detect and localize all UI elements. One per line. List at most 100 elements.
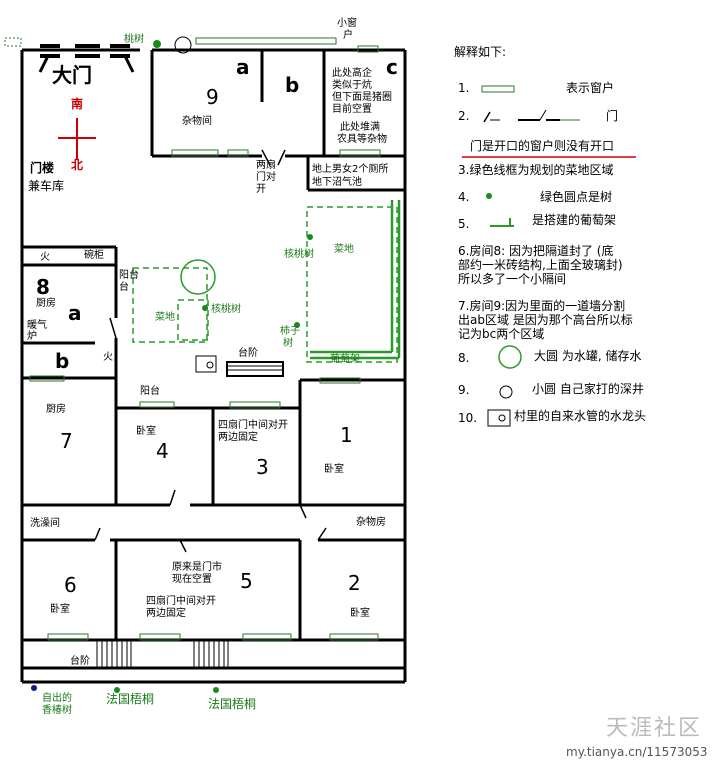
bathroom-label: 洗澡间 (30, 518, 60, 529)
legend-5-number: 5. (458, 217, 470, 231)
room9-number: 9 (206, 85, 219, 109)
grape-trellis-label: 葡萄架 (330, 354, 360, 365)
room1-number: 1 (340, 423, 353, 447)
main-gate-label: 大门 (52, 63, 92, 87)
room3-note-2: 两边固定 (218, 432, 258, 443)
legend-3-text: 3.绿色线框为规划的菜地区域 (458, 163, 614, 177)
room8-stove-label: 炉 (27, 331, 37, 342)
legend-5-text: 是搭建的葡萄架 (532, 213, 617, 227)
toona-tree-dot (31, 685, 37, 691)
room9-label: 杂物间 (182, 116, 212, 127)
room9-c-note-5: 此处堆满 (340, 122, 380, 133)
room5-note-4: 两边固定 (146, 608, 186, 619)
grape-trellis (310, 200, 401, 360)
garage-label: 兼车库 (28, 179, 65, 193)
walnut-tree-label-1: 核桃树 (284, 249, 314, 260)
toilet-note-2: 地下沼气池 (312, 177, 362, 188)
steps (96, 361, 284, 669)
water-tank-circle (180, 259, 216, 295)
legend-9-number: 9. (458, 383, 470, 397)
room9-area-a: a (236, 55, 250, 79)
persimmon-label-1: 柿子 (280, 326, 300, 337)
persimmon-label-2: 树 (283, 338, 293, 349)
gate-symbol (38, 44, 135, 73)
plane-tree-label-1: 法国梧桐 (106, 692, 155, 706)
small-window-label: 小窗 (337, 18, 357, 29)
tap-box (195, 355, 217, 373)
room8-fire2-label: 火 (103, 352, 113, 363)
legend-symbols (462, 85, 636, 427)
room8-fire-label: 火 (40, 252, 50, 263)
legend-10-text: 村里的自来水管的水龙头 (514, 409, 647, 423)
steps-lower-label: 台阶 (70, 656, 90, 667)
legend-6-line-2: 部约一米砖结构,上面全玻璃封) (458, 258, 623, 272)
two-door-note-1: 两扇 (256, 160, 276, 171)
room8-number: 8 (36, 275, 50, 299)
legend-7-line-1: 7.房间9:因为里面的一道墙分割 (458, 299, 626, 313)
legend-7-line-3: 记为bc两个区域 (458, 327, 545, 341)
room3-number: 3 (256, 455, 269, 479)
legend-8-text: 大圆 为水罐, 储存水 (534, 349, 642, 363)
room1-label: 卧室 (324, 464, 344, 475)
balcony-side-label: 阳台 (119, 270, 139, 281)
legend-1-number: 1. (458, 81, 470, 95)
legend-4-text: 绿色圆点是树 (540, 190, 613, 204)
legend-9-text: 小圆 自己家打的深井 (532, 382, 644, 396)
room8-area-a: a (68, 301, 82, 325)
compass-north: 北 (71, 158, 84, 172)
legend-4-number: 4. (458, 190, 470, 204)
two-door-note-3: 开 (256, 184, 266, 195)
legend-6-line-1: 6.房间8: 因为把隔道封了 (底 (458, 244, 614, 258)
room8-walls (22, 245, 118, 380)
legend-2-number: 2. (458, 109, 470, 123)
watermark-brand: 天涯社区 (606, 716, 703, 741)
balcony-lower-label: 阳台 (140, 386, 160, 397)
room6-number: 6 (64, 573, 77, 597)
legend-title: 解释如下: (454, 45, 507, 59)
room8-kitchen-label: 厨房 (36, 298, 56, 309)
room2-number: 2 (348, 571, 361, 595)
two-door-note-2: 门对 (256, 172, 276, 183)
toona-tree-label-2: 香椿树 (42, 705, 72, 716)
room9-c-note-2: 类似于炕 (332, 80, 372, 91)
room7-number: 7 (60, 429, 73, 453)
room4-number: 4 (156, 439, 169, 463)
tree-dots (114, 40, 313, 693)
room5-note-2: 现在空置 (172, 574, 212, 585)
room2-label: 卧室 (350, 608, 370, 619)
room9-area-c: c (386, 55, 398, 79)
legend-7-line-2: 出ab区域 是因为那个高台所以标 (458, 313, 633, 327)
legend-10-number: 10. (458, 411, 478, 425)
vegetable-areas (132, 206, 398, 363)
room9-c-note-6: 农具等杂物 (337, 134, 387, 145)
room9-area-b: b (285, 73, 300, 97)
peach-tree-label: 桃树 (124, 34, 144, 45)
walnut-tree-label-2: 核桃树 (211, 304, 241, 315)
room5-note-3: 四扇门中间对开 (146, 596, 216, 607)
balcony-side-label-2: 台 (119, 282, 129, 293)
small-window-label-2: 户 (343, 30, 353, 41)
legend-1-text: 表示窗户 (566, 81, 615, 95)
room5-note-1: 原来是门市 (172, 562, 222, 573)
doors (94, 149, 327, 553)
steps-label: 台阶 (238, 348, 258, 359)
toona-tree-label-1: 自出的 (42, 693, 72, 704)
middle-walls (22, 378, 405, 670)
legend-6-line-3: 所以多了一个小隔间 (458, 272, 567, 286)
compass-cross (58, 118, 96, 160)
storage-room-label: 杂物房 (356, 517, 386, 528)
room5-number: 5 (240, 569, 253, 593)
compass-south: 南 (71, 97, 84, 111)
watermark-url: my.tianya.cn/11573053 (566, 745, 708, 759)
windows (29, 37, 381, 641)
room9-c-note-3: 但下面是猪圈 (332, 92, 392, 103)
toilet-note-1: 地上男女2个厕所 (312, 164, 389, 175)
room3-note-1: 四扇门中间对开 (218, 420, 288, 431)
gate-tower-label: 门楼 (30, 161, 55, 175)
legend-8-number: 8. (458, 351, 470, 365)
room4-label: 卧室 (136, 426, 156, 437)
vegetable-plot-label-2: 菜地 (334, 244, 354, 255)
legend-2-text: 门 (606, 109, 619, 123)
room7-label: 厨房 (46, 404, 66, 415)
